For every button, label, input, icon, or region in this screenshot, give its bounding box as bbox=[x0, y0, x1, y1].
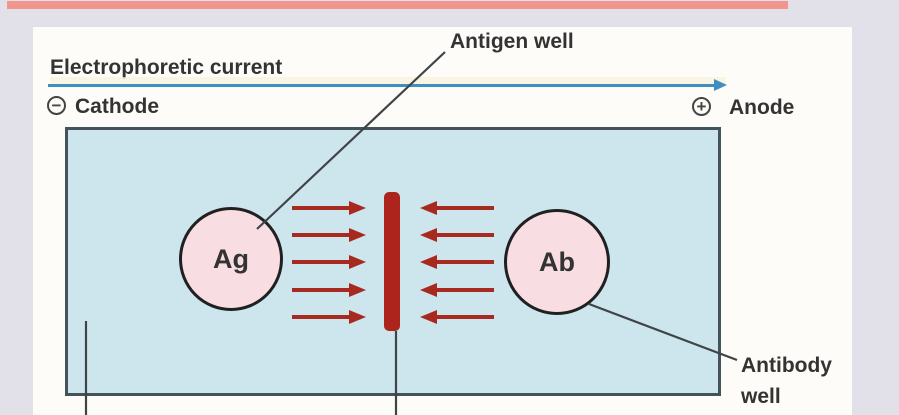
migration-arrow-left-icon bbox=[420, 255, 494, 269]
current-arrow-shaft bbox=[48, 84, 715, 87]
antigen-well-circle: Ag bbox=[179, 207, 283, 311]
antibody-well-label-line1: Antibody bbox=[741, 354, 832, 377]
precipitin-line bbox=[384, 192, 400, 331]
antibody-well-label: Antibody well bbox=[741, 350, 861, 412]
plus-circle-icon: + bbox=[692, 97, 711, 116]
antibody-well-circle: Ab bbox=[504, 209, 610, 315]
migration-arrow-right-icon bbox=[292, 283, 366, 297]
figure-top-border bbox=[7, 1, 788, 9]
migration-arrow-right-icon bbox=[292, 255, 366, 269]
migration-arrow-left-icon bbox=[420, 283, 494, 297]
migration-arrow-left-icon bbox=[420, 310, 494, 324]
migration-arrow-right-icon bbox=[292, 201, 366, 215]
current-arrow-head-icon bbox=[714, 79, 727, 91]
migration-arrow-left-icon bbox=[420, 228, 494, 242]
electrophoretic-current-label: Electrophoretic current bbox=[50, 56, 283, 79]
minus-circle-icon: − bbox=[47, 96, 66, 115]
migration-arrow-left-icon bbox=[420, 201, 494, 215]
migration-arrow-right-icon bbox=[292, 228, 366, 242]
migration-arrow-right-icon bbox=[292, 310, 366, 324]
cathode-label: Cathode bbox=[75, 95, 159, 118]
antibody-well-label-line2: well bbox=[741, 385, 781, 408]
antigen-well-label: Antigen well bbox=[450, 30, 574, 53]
anode-label: Anode bbox=[729, 96, 795, 119]
